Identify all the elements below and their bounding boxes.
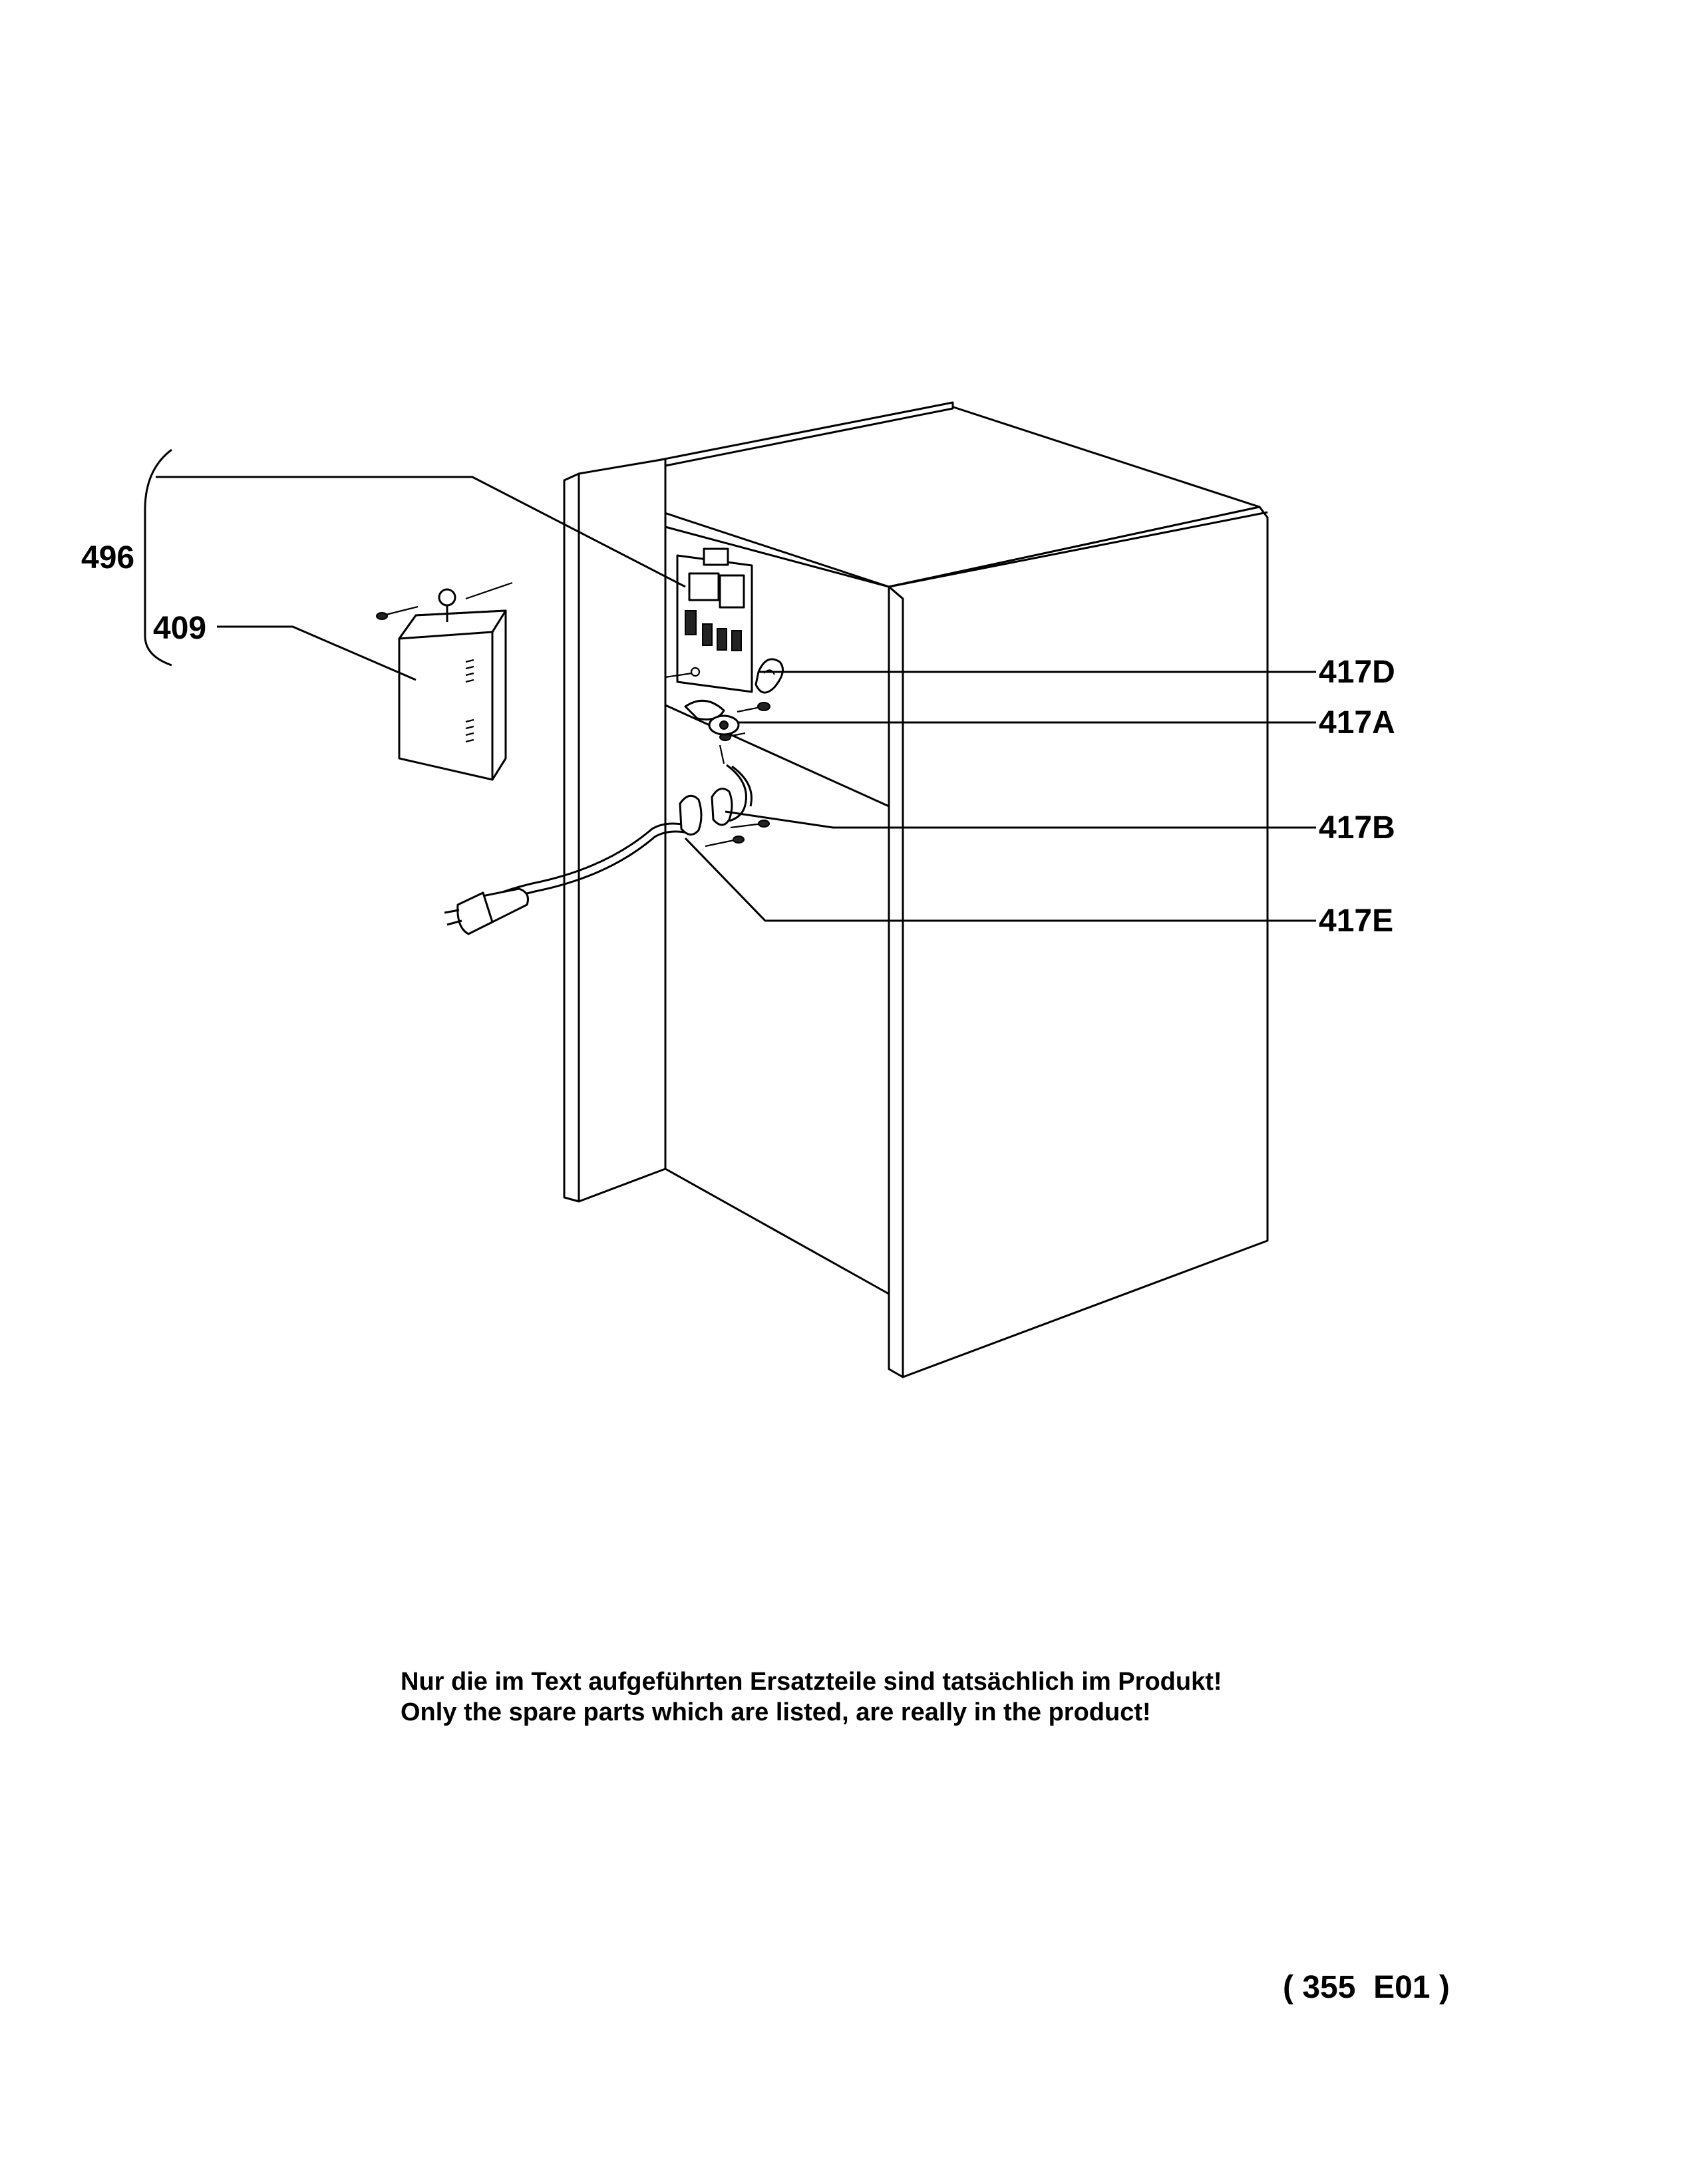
note-english: Only the spare parts which are listed, a… [401,1698,1151,1726]
label-417b: 417B [1319,810,1395,846]
cabinet [563,401,1269,1378]
cable-clip-417b [679,788,733,836]
cable-clip-417a [684,699,740,736]
screws-board [719,702,770,741]
power-plug [444,887,529,935]
leader-lines [144,448,1316,922]
label-417e: 417E [1319,903,1393,939]
cable-clip-417e [705,820,770,848]
diagram-code: ( 355 E01 ) [1283,1970,1450,2005]
cable-clip-417d [755,658,784,694]
control-board [665,547,753,693]
label-496: 496 [81,540,134,575]
label-417d: 417D [1319,655,1395,690]
note-german: Nur die im Text aufgeführten Ersatzteile… [401,1668,1222,1696]
label-409: 409 [153,611,206,646]
label-417a: 417A [1319,705,1395,740]
transformer-box-409 [376,581,513,781]
